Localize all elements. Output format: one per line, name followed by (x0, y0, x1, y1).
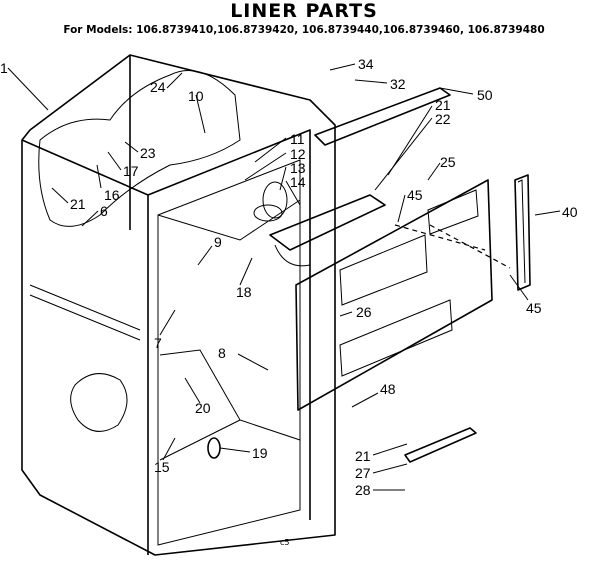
callout-34: 34 (358, 56, 374, 72)
footer-code: c5 (280, 538, 290, 547)
callout-21-left: 21 (70, 196, 86, 212)
callout-18: 18 (236, 284, 252, 300)
callout-23: 23 (140, 145, 156, 161)
callout-7: 7 (154, 335, 162, 351)
callout-12: 12 (290, 146, 306, 162)
callout-27: 27 (355, 465, 371, 481)
cabinet (21, 54, 531, 556)
callout-15: 15 (154, 459, 170, 475)
callout-10: 10 (188, 88, 204, 104)
callout-21-top: 21 (435, 97, 451, 113)
callout-17: 17 (123, 163, 139, 179)
callout-28: 28 (355, 482, 371, 498)
callout-13: 13 (290, 160, 306, 176)
callout-19: 19 (252, 445, 268, 461)
callout-14: 14 (290, 174, 306, 190)
leader-lines (7, 63, 561, 491)
callout-40: 40 (562, 204, 578, 220)
callout-50: 50 (477, 87, 493, 103)
models-line: For Models: 106.8739410,106.8739420, 106… (63, 24, 545, 36)
callout-8: 8 (218, 345, 226, 361)
callout-6: 6 (100, 203, 108, 219)
callout-32: 32 (390, 76, 406, 92)
callout-24: 24 (150, 79, 166, 95)
diagram-title: LINER PARTS (230, 0, 378, 22)
callout-labels: 1 24 10 23 17 16 21 6 11 12 13 14 34 32 … (0, 56, 578, 498)
callout-21-bottom: 21 (355, 448, 371, 464)
callout-9: 9 (214, 234, 222, 250)
callout-26: 26 (356, 304, 372, 320)
callout-11: 11 (290, 131, 305, 147)
callout-20: 20 (195, 400, 211, 416)
callout-16: 16 (104, 187, 120, 203)
callout-22: 22 (435, 111, 451, 127)
callout-45-top: 45 (407, 187, 423, 203)
callout-48: 48 (380, 381, 396, 397)
callout-45-right: 45 (526, 300, 542, 316)
callout-1: 1 (0, 60, 8, 76)
callout-25: 25 (440, 154, 456, 170)
